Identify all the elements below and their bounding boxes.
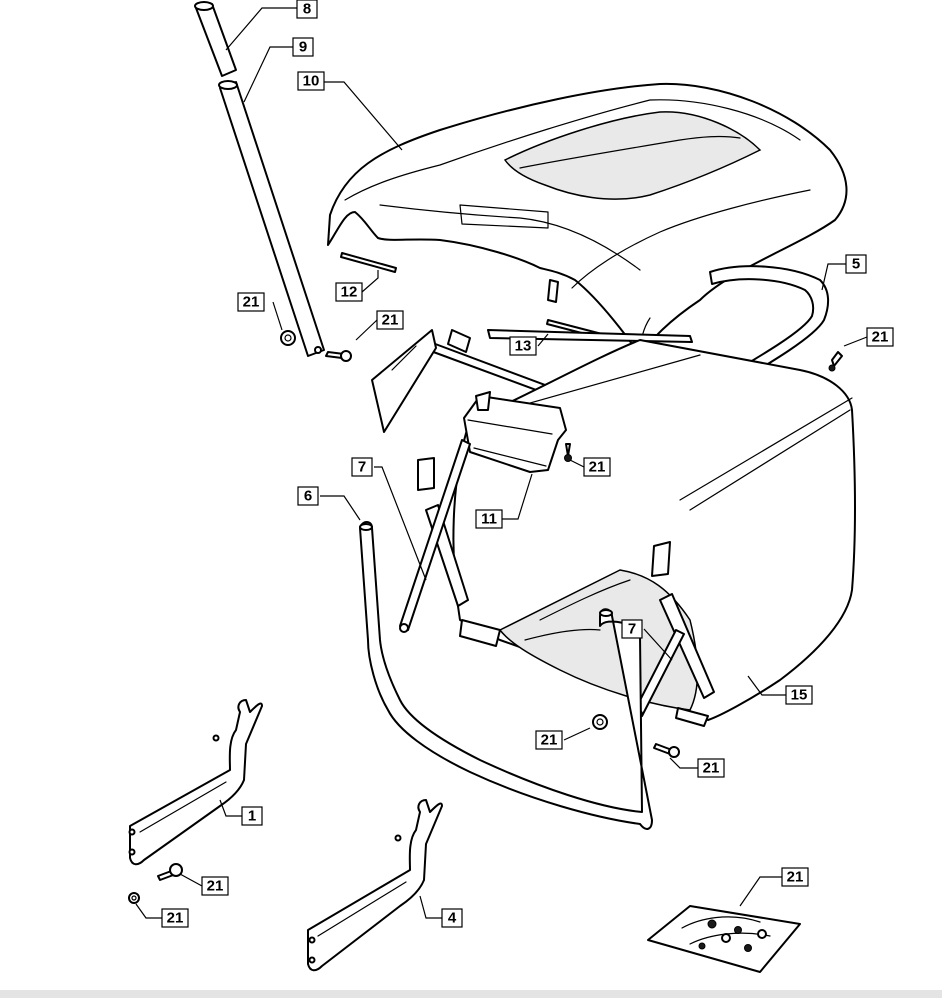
callout-9-text: 9 <box>299 39 307 56</box>
callout-21i-text: 21 <box>787 869 804 886</box>
callout-21e-text: 21 <box>541 732 558 749</box>
part-4-bracket <box>307 799 443 972</box>
callout-6-text: 6 <box>304 488 312 505</box>
callout-15: 15 <box>785 685 813 705</box>
part-21-screw-tray <box>564 443 572 462</box>
callout-7a-text: 7 <box>358 459 366 476</box>
callout-12-text: 12 <box>341 284 358 301</box>
part-21-nut-middle <box>592 714 608 730</box>
callout-21-hardware-bag: 21 <box>781 867 809 887</box>
callout-13: 13 <box>509 336 537 356</box>
callout-21-bolt-upper: 21 <box>376 310 404 330</box>
callout-21f-text: 21 <box>703 760 720 777</box>
part-21-bolt-middle <box>653 743 680 758</box>
part-21-nut-upper <box>280 330 296 346</box>
part-10-cover-lid <box>327 82 848 357</box>
callout-4: 4 <box>441 908 463 928</box>
part-21-bolt-lower <box>157 863 183 881</box>
callout-7b-text: 7 <box>628 621 636 638</box>
part-1-bracket <box>128 699 263 866</box>
callout-12: 12 <box>335 282 363 302</box>
callout-8-text: 8 <box>303 1 311 18</box>
callout-21b-text: 21 <box>382 312 399 329</box>
callout-21a-text: 21 <box>243 294 260 311</box>
part-21-bolt-upper <box>325 350 352 362</box>
callout-21d-text: 21 <box>589 459 606 476</box>
callout-1: 1 <box>241 806 263 826</box>
part-11-deflector-tray <box>463 391 567 473</box>
part-21-screw-bag-right <box>828 351 843 372</box>
callout-21-bag-right: 21 <box>866 327 894 347</box>
callout-4-text: 4 <box>448 910 457 927</box>
callout-15-text: 15 <box>791 687 808 704</box>
callout-21-nut-middle: 21 <box>535 730 563 750</box>
callout-21-bolt-lower: 21 <box>201 876 229 896</box>
part-7-strut-left <box>399 439 471 633</box>
callout-21-bolt-middle: 21 <box>697 758 725 778</box>
callout-21-tray: 21 <box>583 457 611 477</box>
callout-8: 8 <box>296 0 318 19</box>
callout-21c-text: 21 <box>872 329 889 346</box>
callout-13-text: 13 <box>515 338 532 355</box>
callout-6: 6 <box>297 486 319 506</box>
part-12-rod <box>340 252 397 273</box>
callout-10-text: 10 <box>303 73 320 90</box>
callout-21-nut-lower: 21 <box>161 908 189 928</box>
part-8-handle-grip <box>194 1 237 77</box>
callout-21-nut-upper: 21 <box>237 292 265 312</box>
bottom-band <box>0 990 942 998</box>
callout-11: 11 <box>475 509 503 529</box>
part-21-hardware-bag <box>647 905 801 973</box>
callout-5-text: 5 <box>852 256 860 273</box>
part-9-handle-tube <box>218 80 325 357</box>
part-6-lower-frame <box>359 521 653 830</box>
callout-7-left: 7 <box>351 457 373 477</box>
callout-9: 9 <box>292 37 314 57</box>
leader-lines <box>135 7 868 919</box>
callout-5: 5 <box>845 254 867 274</box>
part-21-nut-lower <box>128 892 140 904</box>
callout-21h-text: 21 <box>167 910 184 927</box>
callout-10: 10 <box>297 71 325 91</box>
callout-11-text: 11 <box>481 511 497 528</box>
callout-21g-text: 21 <box>207 878 224 895</box>
callout-1-text: 1 <box>248 808 256 825</box>
callout-7-right: 7 <box>621 619 643 639</box>
